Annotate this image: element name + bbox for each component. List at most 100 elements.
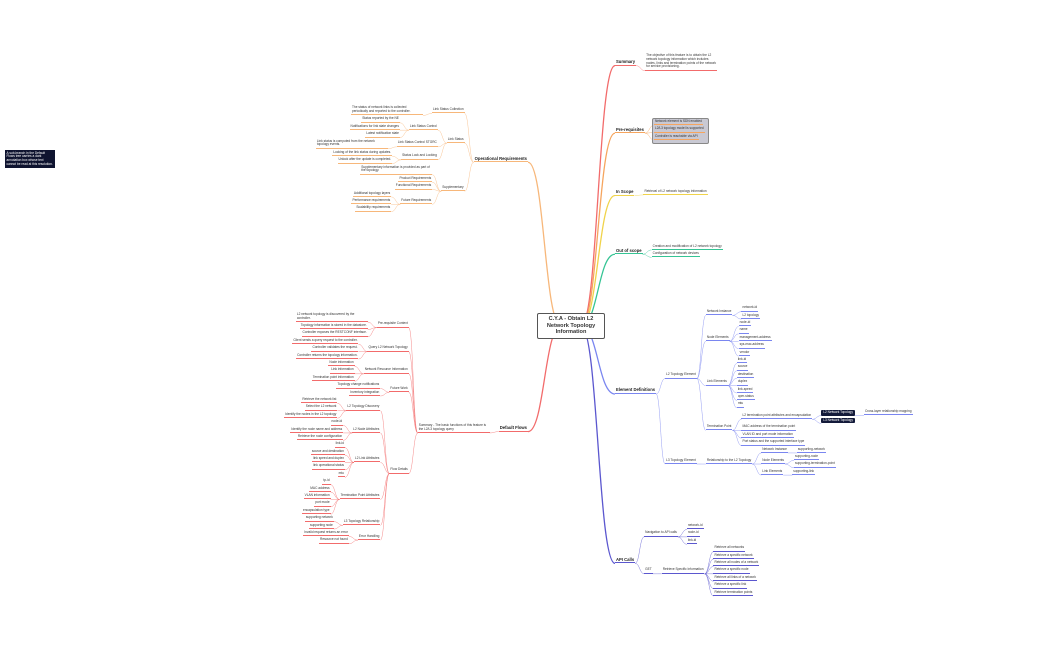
- node-r3[interactable]: Retrieve all nodes of a network: [713, 560, 760, 567]
- node-rlink[interactable]: Link Elements: [761, 469, 784, 476]
- node-sumtext[interactable]: The objective of this feature is to obta…: [645, 53, 718, 71]
- node-ne4[interactable]: sys-mac-address: [738, 342, 765, 349]
- node-c1c[interactable]: Identify the nodes in the L2 topology: [284, 412, 338, 419]
- node-ls1[interactable]: Status reported by the NE: [361, 116, 400, 123]
- node-dfa1[interactable]: L2 network topology is discovered by the…: [295, 312, 368, 323]
- node-lsct[interactable]: The status of network links is collected…: [350, 105, 423, 116]
- node-dfc[interactable]: Network Resource Information: [363, 367, 409, 374]
- node-dn2[interactable]: L3 Network Topology: [821, 417, 855, 424]
- node-le4[interactable]: duplex: [736, 379, 749, 386]
- node-dfb1[interactable]: Client sends a query request to the cont…: [292, 338, 359, 345]
- node-dfb2[interactable]: Controller validates the request.: [311, 345, 359, 352]
- node-netinst[interactable]: Network Instance: [705, 309, 733, 316]
- node-dn1[interactable]: L2 Network Topology: [821, 409, 855, 416]
- node-c3e[interactable]: mtu: [337, 471, 345, 478]
- node-nav[interactable]: Navigation to API calls: [644, 530, 678, 537]
- node-c2a[interactable]: node-id: [330, 419, 344, 426]
- node-sl[interactable]: supporting-link: [792, 469, 815, 476]
- node-c4[interactable]: Termination Point Attributes: [339, 493, 381, 500]
- branch-outscope[interactable]: Out of scope: [615, 247, 643, 255]
- node-n2[interactable]: node-id: [686, 530, 700, 537]
- node-pr1[interactable]: Network element is SDN enabled: [653, 119, 703, 126]
- branch-api[interactable]: API Calls: [615, 556, 636, 564]
- node-sn[interactable]: supporting-node: [794, 454, 820, 461]
- node-dfc1[interactable]: Node information: [328, 360, 355, 367]
- node-tp3[interactable]: VLAN ID and port mode information: [741, 432, 794, 439]
- node-c3[interactable]: L2 Link Attributes: [353, 456, 381, 463]
- node-c3a[interactable]: link-id: [334, 441, 345, 448]
- node-dfe[interactable]: Flow Details: [389, 467, 409, 474]
- node-dfc3[interactable]: Termination point information: [311, 375, 355, 382]
- node-c5[interactable]: L3 Topology Relationship: [342, 519, 381, 526]
- node-lslock[interactable]: Status Lock and Locking: [401, 153, 438, 160]
- node-os1[interactable]: Creation and modification of L2 network …: [651, 244, 723, 250]
- node-c1b[interactable]: Select the L2 network: [304, 404, 338, 411]
- node-lsc2[interactable]: Link Status Control: [408, 124, 438, 131]
- node-l3el[interactable]: L3 Topology Element: [665, 458, 697, 465]
- node-c2c[interactable]: Retrieve the node configuration: [296, 434, 344, 441]
- node-ls2[interactable]: Notifications for link state changes: [349, 124, 400, 131]
- node-rn[interactable]: Network Instance: [761, 447, 788, 453]
- central-topic[interactable]: C.Y.A - Obtain L2 Network Topology Infor…: [537, 313, 605, 339]
- node-tp1[interactable]: L2 termination point attributes and enca…: [741, 413, 813, 420]
- node-r5[interactable]: Retrieve all links of a network: [713, 575, 757, 582]
- node-r6[interactable]: Retrieve a specific link: [713, 582, 748, 589]
- node-c4a[interactable]: tp-id: [322, 478, 331, 485]
- node-c1[interactable]: L2 Topology Discovery: [346, 404, 381, 411]
- node-c2[interactable]: L2 Node Attributes: [352, 427, 381, 433]
- node-ni1[interactable]: network-id: [741, 305, 759, 312]
- node-le3[interactable]: destination: [736, 372, 755, 379]
- branch-eldef[interactable]: Element Definitions: [615, 387, 657, 394]
- node-le2[interactable]: source: [736, 364, 749, 371]
- node-n1[interactable]: network-id: [686, 523, 704, 530]
- node-dfd1[interactable]: Topology change notifications: [336, 382, 381, 389]
- node-get[interactable]: GET: [644, 567, 653, 574]
- node-r1[interactable]: Retrieve all networks: [713, 545, 746, 552]
- node-c5a[interactable]: supporting network: [304, 515, 334, 522]
- node-dfa2[interactable]: Topology information is stored in the da…: [299, 323, 368, 330]
- node-dn3[interactable]: Cross-layer relationship mapping: [863, 409, 913, 416]
- node-fut2[interactable]: Performance requirements: [351, 198, 392, 205]
- node-lsl2[interactable]: Unlock after the update is completed.: [337, 157, 393, 164]
- node-fut1[interactable]: Additional topology layers: [352, 191, 392, 197]
- node-n3[interactable]: link-id: [686, 538, 698, 545]
- node-ne1[interactable]: node-id: [738, 320, 752, 327]
- branch-summary[interactable]: Summary: [615, 59, 637, 66]
- node-dfb3[interactable]: Controller returns the topology informat…: [296, 353, 359, 360]
- node-dfa[interactable]: Pre-requisite Context: [376, 321, 409, 328]
- node-lsc[interactable]: Link Status Collection: [431, 107, 465, 114]
- node-sn2[interactable]: supporting-termination-point: [794, 461, 836, 468]
- node-rsi[interactable]: Retrieve Specific Information: [661, 567, 705, 574]
- node-c6b[interactable]: Resource not found: [319, 537, 349, 544]
- node-rel[interactable]: Relationship to the L2 Topology: [705, 458, 753, 465]
- node-tp2[interactable]: MAC address of the termination point: [741, 424, 797, 431]
- node-dfd[interactable]: Future Work: [389, 386, 409, 393]
- node-c3b[interactable]: source and destination: [310, 449, 345, 456]
- node-le7[interactable]: mtu: [736, 401, 745, 408]
- node-ni2[interactable]: L2 topology: [741, 313, 760, 320]
- node-lsl1[interactable]: Locking of the link status during update…: [332, 150, 393, 157]
- node-c1a[interactable]: Retrieve the network list: [301, 397, 338, 404]
- node-dfc2[interactable]: Link information: [330, 367, 355, 374]
- node-c5b[interactable]: supporting node: [308, 523, 334, 529]
- branch-opreq[interactable]: Operational Requirements: [473, 155, 528, 163]
- node-c3d[interactable]: link operational status: [312, 463, 345, 470]
- node-sup1[interactable]: Supplementary information is provided as…: [360, 165, 433, 175]
- branch-inscope[interactable]: In Scope: [615, 188, 635, 196]
- node-dfb[interactable]: Query L2 Network Topology: [367, 345, 409, 352]
- node-c4d[interactable]: port mode: [314, 500, 331, 507]
- node-lsstgt[interactable]: Link status is computed from the network…: [315, 139, 388, 149]
- node-funreq[interactable]: Functional Requirements: [394, 183, 433, 190]
- node-fut3[interactable]: Scalability requirements: [355, 205, 392, 212]
- node-is1[interactable]: Retrieval of L2 network topology informa…: [643, 189, 708, 195]
- node-c6[interactable]: Error Handling: [357, 534, 381, 541]
- node-r7[interactable]: Retrieve termination points: [713, 590, 754, 596]
- node-l2el[interactable]: L2 Topology Element: [665, 372, 697, 379]
- node-c6a[interactable]: Invalid request returns an error: [303, 530, 349, 537]
- node-ne5[interactable]: vendor: [738, 350, 751, 357]
- node-lsstg[interactable]: Link Status Control STGRC: [396, 140, 438, 147]
- node-ls[interactable]: Link Status: [446, 137, 465, 144]
- node-c4b[interactable]: MAC address: [309, 486, 331, 493]
- node-tp[interactable]: Termination Point: [705, 424, 733, 431]
- node-c4c[interactable]: VLAN information: [303, 493, 331, 500]
